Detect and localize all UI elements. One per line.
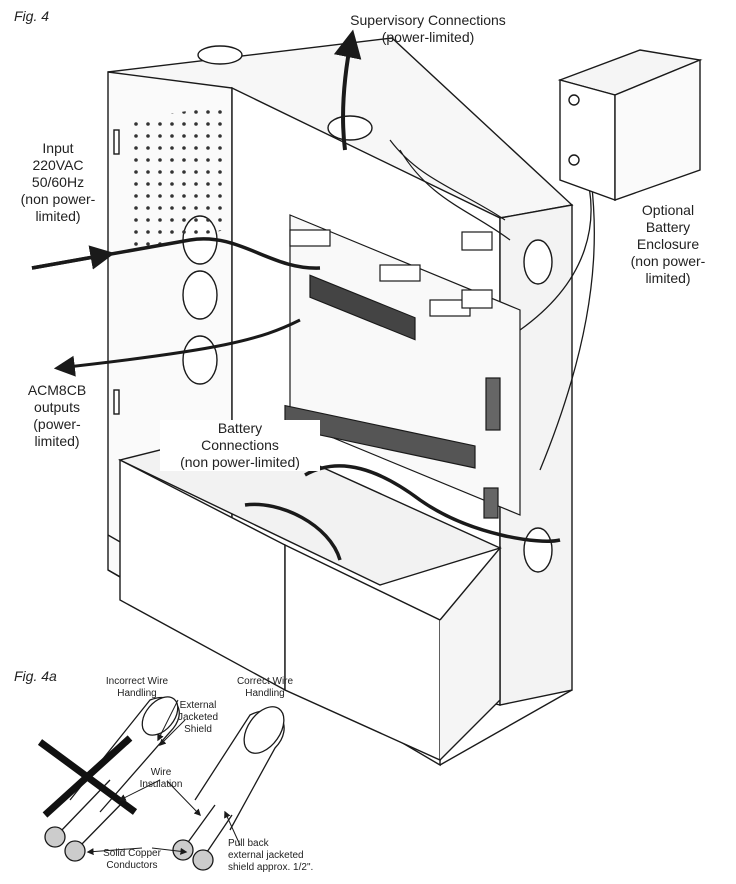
- label-battery-conn-line2: Connections: [201, 437, 279, 453]
- label-pullback-line2: external jacketed: [228, 850, 304, 861]
- label-correct-handling: Correct Wire Handling: [220, 676, 310, 700]
- label-wire-insulation: Wire Insulation: [136, 767, 186, 791]
- correct-cable: [172, 706, 285, 871]
- knockout-left-3: [182, 335, 218, 385]
- knockout-top: [197, 45, 243, 65]
- label-pull-back: Pull back external jacketed shield appro…: [228, 838, 348, 874]
- battery-wire-1: [244, 502, 342, 561]
- knockout-top-2: [327, 115, 373, 141]
- label-input-line2: 220VAC: [32, 157, 84, 173]
- label-supervisory-line1: Supervisory Connections: [350, 12, 506, 28]
- label-acm8cb-line4: limited): [34, 433, 80, 449]
- label-enclosure-line4: (non power-: [630, 253, 706, 269]
- label-input: Input 220VAC 50/60Hz (non power- limited…: [10, 140, 106, 225]
- label-input-line1: Input: [42, 140, 74, 156]
- label-acm8cb: ACM8CB outputs (power- limited): [12, 382, 102, 450]
- terminal-strip-top: [289, 229, 471, 341]
- label-incorrect-handling: Incorrect Wire Handling: [92, 676, 182, 700]
- label-shield-line1: External: [179, 700, 217, 711]
- input-wire: [31, 237, 321, 270]
- label-battery-conn-line3: (non power-limited): [180, 454, 300, 470]
- label-copper-line1: Solid Copper: [103, 848, 161, 859]
- circuit-board: [284, 214, 521, 519]
- label-incorrect-line2: Handling: [117, 688, 157, 699]
- supervisory-wire: [333, 29, 362, 151]
- label-battery-enclosure: Optional Battery Enclosure (non power- l…: [618, 202, 718, 287]
- label-acm8cb-line1: ACM8CB: [27, 382, 87, 398]
- label-battery-connections: Battery Connections (non power-limited): [160, 420, 320, 471]
- label-supervisory: Supervisory Connections (power-limited): [318, 12, 538, 46]
- fig4a-detail: [37, 696, 285, 871]
- label-enclosure-line1: Optional: [641, 202, 695, 218]
- label-shield-line2: Jacketed: [177, 712, 219, 723]
- label-correct-line2: Handling: [245, 688, 285, 699]
- label-enclosure-line2: Battery: [645, 219, 691, 235]
- knockout-right-1: [523, 239, 553, 285]
- terminal-strip-bottom: [284, 404, 476, 469]
- label-enclosure-line3: Enclosure: [636, 236, 700, 252]
- wires: [31, 29, 595, 561]
- label-input-line4: (non power-: [20, 191, 96, 207]
- label-insulation-line1: Wire: [150, 767, 172, 778]
- label-correct-line1: Correct Wire: [236, 676, 294, 687]
- label-acm8cb-line2: outputs: [34, 399, 80, 415]
- figure-4a-title: Fig. 4a: [14, 668, 57, 684]
- label-acm8cb-line3: (power-: [33, 416, 81, 432]
- label-external-shield: External Jacketed Shield: [168, 700, 228, 736]
- vent-holes: [130, 105, 225, 250]
- figure-4-title: Fig. 4: [14, 8, 50, 24]
- label-solid-copper: Solid Copper Conductors: [92, 848, 172, 872]
- label-supervisory-line2: (power-limited): [381, 29, 475, 45]
- label-pullback-line1: Pull back: [228, 838, 269, 849]
- battery-wire-2: [304, 464, 561, 543]
- label-battery-conn-line1: Battery: [217, 420, 263, 436]
- label-enclosure-line5: limited): [645, 270, 691, 286]
- label-incorrect-line1: Incorrect Wire: [105, 676, 169, 687]
- label-input-line3: 50/60Hz: [31, 174, 85, 190]
- knockout-right-2: [523, 527, 553, 573]
- label-pullback-line3: shield approx. 1/2".: [228, 862, 314, 873]
- fig4a-leaders: [86, 699, 241, 856]
- label-input-line5: limited): [35, 208, 81, 224]
- label-copper-line2: Conductors: [106, 860, 158, 871]
- label-shield-line3: Shield: [184, 724, 212, 735]
- knockout-left-2: [182, 270, 218, 320]
- connector-blocks: [461, 231, 501, 519]
- acm8cb-wire: [53, 318, 301, 377]
- battery-enclosure: [557, 49, 703, 201]
- label-insulation-line2: Insulation: [139, 779, 183, 790]
